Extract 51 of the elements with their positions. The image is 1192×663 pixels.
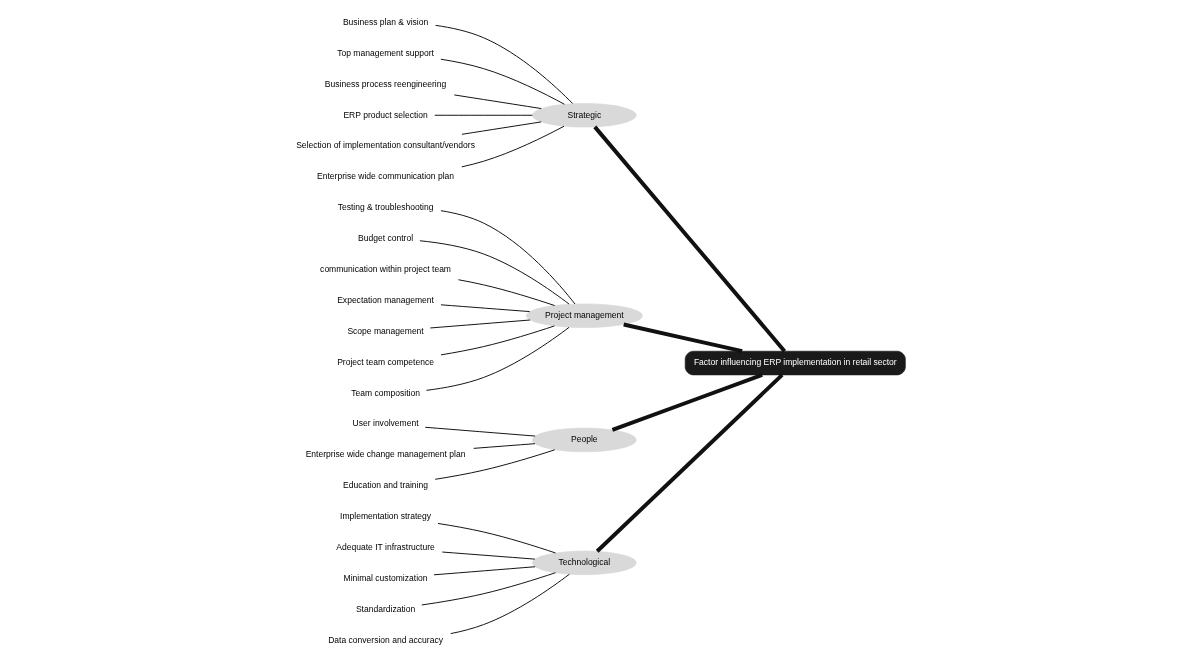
- connector: [429, 319, 531, 329]
- node-ellipse: Strategic: [531, 103, 637, 128]
- node-text: Budget control: [357, 233, 413, 244]
- node-text: Team composition: [350, 387, 420, 398]
- node-text: Adequate IT infrastructure: [335, 541, 435, 552]
- node-text: Education and training: [342, 480, 428, 491]
- node-text: User involvement: [352, 418, 419, 429]
- connector: [425, 326, 570, 391]
- connector: [434, 24, 573, 105]
- connector: [420, 572, 556, 606]
- connector: [424, 426, 536, 437]
- node-text: Data conversion and accuracy: [327, 634, 443, 645]
- connector: [441, 551, 535, 560]
- node-text: Top management support: [336, 47, 434, 58]
- node-text: Enterprise wide communication plan: [316, 171, 454, 182]
- node-ellipse: Project management: [525, 303, 643, 328]
- connector: [439, 304, 530, 313]
- connector: [461, 121, 542, 135]
- connector: [437, 522, 556, 554]
- node-text: Implementation strategy: [339, 511, 431, 522]
- connector: [439, 58, 565, 105]
- node-text: ERP product selection: [342, 109, 428, 120]
- connector: [433, 114, 533, 116]
- connector: [449, 573, 570, 635]
- node-box: Factor influencing ERP implementation in retail sector: [684, 350, 906, 376]
- node-text: Business process reengineering: [324, 78, 446, 89]
- connector: [457, 279, 555, 307]
- node-text: Minimal customization: [343, 572, 428, 583]
- connector: [592, 125, 786, 353]
- connector: [472, 443, 535, 449]
- connector: [460, 125, 564, 168]
- connector: [622, 322, 743, 354]
- connector: [453, 94, 542, 110]
- node-ellipse: People: [531, 427, 637, 453]
- node-text: Project team competence: [336, 356, 434, 367]
- node-text: Testing & troubleshooting: [337, 202, 433, 213]
- connector: [434, 449, 555, 480]
- connector: [439, 210, 575, 305]
- node-text: Standardization: [355, 603, 415, 614]
- node-text: Expectation management: [336, 294, 434, 305]
- node-text: communication within project team: [319, 263, 451, 274]
- node-ellipse: Technological: [531, 550, 637, 576]
- node-text: Selection of implementation consultant/vendors: [295, 140, 475, 151]
- node-text: Scope management: [346, 325, 424, 336]
- connector: [595, 373, 783, 553]
- connector: [418, 240, 570, 305]
- connector: [433, 566, 536, 576]
- connector: [440, 325, 555, 356]
- node-text: Business plan & vision: [342, 16, 428, 27]
- connector: [611, 373, 763, 432]
- node-text: Enterprise wide change management plan: [305, 449, 465, 460]
